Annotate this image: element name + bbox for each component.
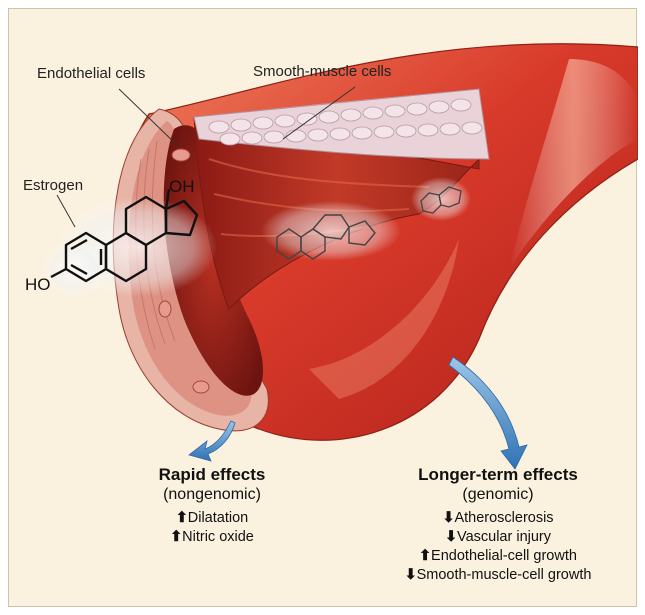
hydroxyl-left-label: HO <box>25 275 51 295</box>
hydroxyl-top-label: OH <box>169 177 195 197</box>
longer-effect-text: Vascular injury <box>457 529 551 545</box>
rapid-effects-title: Rapid effects <box>127 465 297 485</box>
rapid-effects-block: Rapid effects (nongenomic) ⬆Dilatation ⬆… <box>127 465 297 547</box>
longer-effect-text: Smooth-muscle-cell growth <box>417 567 592 583</box>
rapid-effect-item: ⬆Dilatation <box>127 509 297 528</box>
longer-effect-item: ⬆Endothelial-cell growth <box>373 547 623 566</box>
longer-effect-text: Atherosclerosis <box>454 510 553 526</box>
estrogen-label: Estrogen <box>23 177 83 194</box>
longer-term-effects-title: Longer-term effects <box>373 465 623 485</box>
rapid-effect-text: Nitric oxide <box>182 529 254 545</box>
longer-term-effects-subtitle: (genomic) <box>373 485 623 505</box>
rapid-effect-text: Dilatation <box>188 510 248 526</box>
longer-term-effects-arrow <box>449 357 527 469</box>
longer-term-effects-block: Longer-term effects (genomic) ⬇Atheroscl… <box>373 465 623 585</box>
figure-panel: Endothelial cells Smooth-muscle cells Es… <box>8 8 637 607</box>
estrogen-molecule-inner-1 <box>261 201 401 261</box>
rapid-effects-subtitle: (nongenomic) <box>127 485 297 505</box>
rapid-effect-item: ⬆Nitric oxide <box>127 528 297 547</box>
down-arrow-icon: ⬇ <box>405 566 415 585</box>
longer-effect-item: ⬇Vascular injury <box>373 528 623 547</box>
longer-effect-item: ⬇Atherosclerosis <box>373 509 623 528</box>
longer-effect-text: Endothelial-cell growth <box>431 548 577 564</box>
down-arrow-icon: ⬇ <box>442 509 452 528</box>
up-arrow-icon: ⬆ <box>170 528 180 547</box>
estrogen-molecule-inner-2 <box>411 177 471 221</box>
up-arrow-icon: ⬆ <box>419 547 429 566</box>
up-arrow-icon: ⬆ <box>176 509 186 528</box>
smooth-muscle-cells-label: Smooth-muscle cells <box>253 63 391 80</box>
longer-effect-item: ⬇Smooth-muscle-cell growth <box>373 566 623 585</box>
endothelial-cells-label: Endothelial cells <box>37 65 145 82</box>
down-arrow-icon: ⬇ <box>445 528 455 547</box>
